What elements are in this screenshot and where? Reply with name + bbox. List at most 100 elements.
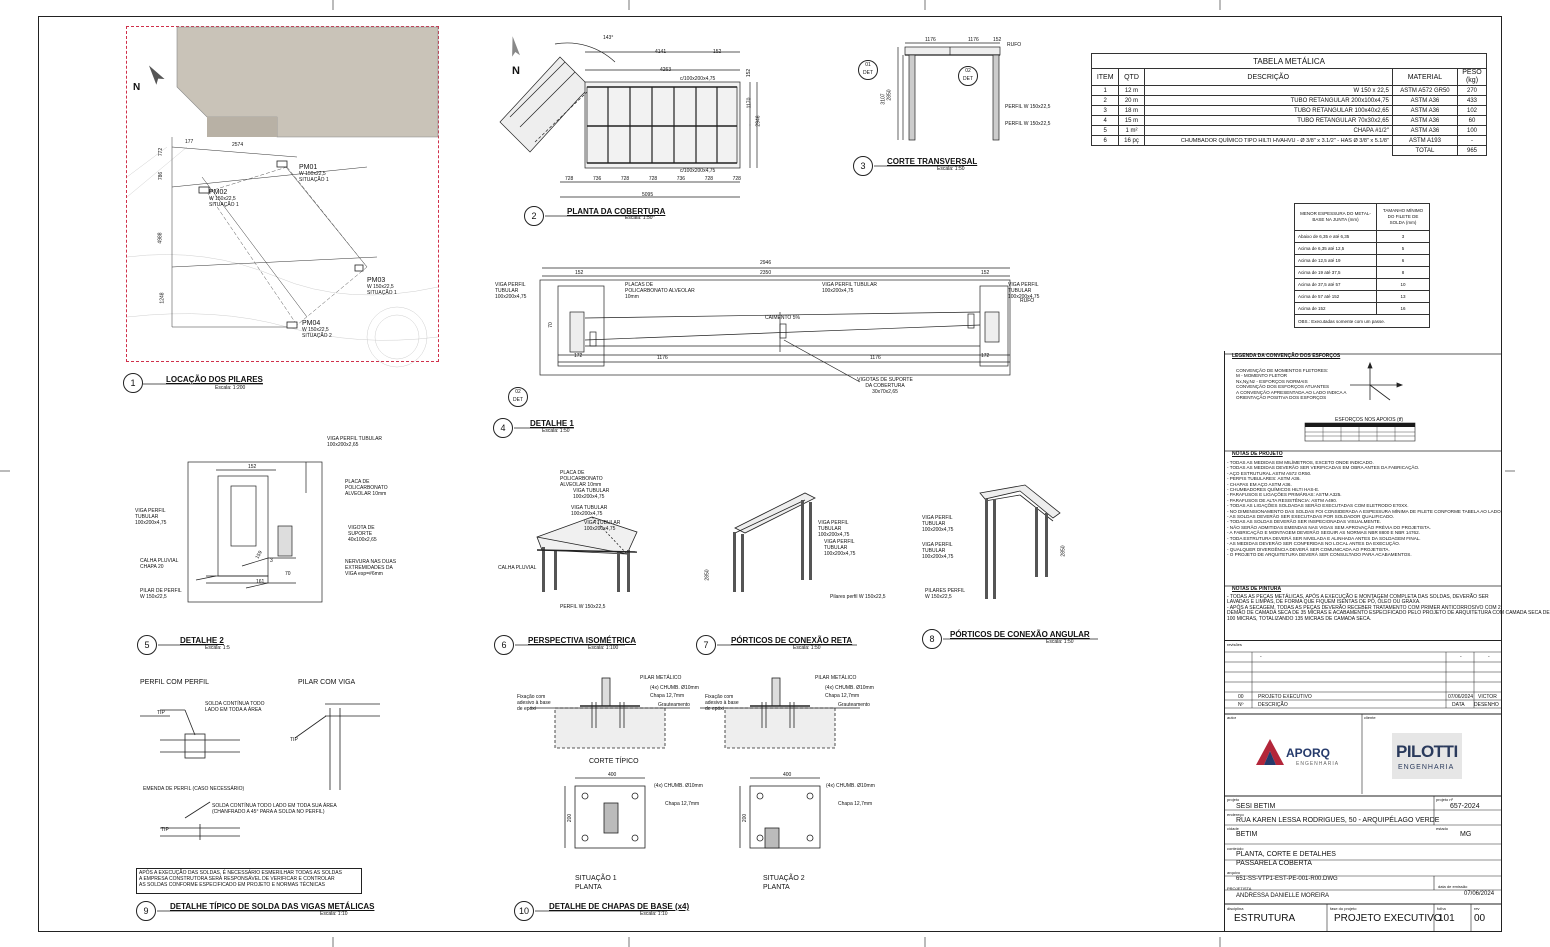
dim-label: 2574 bbox=[232, 142, 244, 148]
field-label: PROJETISTA bbox=[1227, 886, 1252, 891]
section-divider bbox=[1224, 585, 1502, 587]
dim-label: 2946 bbox=[760, 260, 772, 266]
table-header: Nº bbox=[1238, 702, 1244, 708]
view-title-1: LOCAÇÃO DOS PILARES bbox=[166, 375, 263, 384]
field-label: projeto nº bbox=[1436, 797, 1454, 802]
dim-label: 70 bbox=[285, 571, 291, 577]
field-label: estado bbox=[1436, 826, 1449, 831]
callout-label: VIGA PERFIL TUBULAR 100x200x4,75 bbox=[495, 282, 527, 300]
view-scale-6: Escala: 1:100 bbox=[588, 645, 619, 651]
project-address: RUA KAREN LESSA RODRIGUES, 50 - ARQUIPÉL… bbox=[1236, 817, 1440, 824]
title-underline bbox=[874, 165, 964, 167]
title-underline bbox=[717, 644, 857, 646]
corte-drawing bbox=[897, 42, 1001, 141]
title-underline bbox=[515, 644, 625, 646]
view-scale-9: Escala: 1:10 bbox=[320, 911, 348, 917]
dim-label: 152 bbox=[981, 270, 990, 276]
view-title-5: DETALHE 2 bbox=[180, 636, 224, 645]
table-header: ITEM bbox=[1090, 68, 1120, 86]
table-header: DESCRIÇÃO bbox=[1258, 702, 1288, 708]
tip-label: TIP bbox=[161, 827, 169, 833]
revision-number: 00 bbox=[1238, 694, 1244, 700]
view-number-9: 9 bbox=[136, 901, 156, 921]
view-title-6: PERSPECTIVA ISOMÉTRICA bbox=[528, 636, 637, 645]
total-label: TOTAL bbox=[1391, 145, 1459, 156]
callout-label: PLACAS DE POLICARBONATO ALVEOLAR 10mm bbox=[625, 282, 695, 300]
client-label: cliente bbox=[1364, 715, 1376, 720]
dim-label: 152 bbox=[713, 49, 722, 55]
dim-label: 1176 bbox=[657, 355, 668, 361]
table-header: DATA bbox=[1452, 702, 1465, 708]
field-label: folha bbox=[1437, 906, 1446, 911]
field-label: cidade bbox=[1227, 826, 1239, 831]
field-label: fase do projeto bbox=[1330, 906, 1357, 911]
sheet-crop-marks bbox=[0, 0, 1515, 947]
project-phase: PROJETO EXECUTIVO bbox=[1334, 913, 1442, 924]
table-header: MENOR ESPESSURA DO METAL-BASE NA JUNTA (… bbox=[1294, 203, 1377, 231]
situacao-label: SITUAÇÃO 2 bbox=[763, 875, 805, 882]
callout-label: Grauteamento bbox=[658, 702, 690, 708]
callout-label: (4x) CHUMB. Ø10mm bbox=[825, 685, 874, 691]
callout-label: VIGA TUBULAR 100x200x4,75 bbox=[584, 520, 621, 532]
tip-label: TIP bbox=[290, 737, 298, 743]
callout-label: VIGOTAS DE SUPORTE DA COBERTURA 30x70x2,… bbox=[857, 377, 913, 395]
callout-label: VIGA PERFIL TUBULAR 100x200x2,65 bbox=[327, 436, 383, 448]
revision-date: 07/06/2024 bbox=[1448, 694, 1474, 700]
view-title-10: DETALHE DE CHAPAS DE BASE (x4) bbox=[549, 902, 690, 911]
weld-notes-box: APÓS A EXECUÇÃO DAS SOLDAS, É NECESSÁRIO… bbox=[136, 868, 362, 894]
callout-label: Grauteamento bbox=[838, 702, 870, 708]
solda-heading-perfil: PERFIL COM PERFIL bbox=[140, 679, 209, 686]
callout-label: PILAR METÁLICO bbox=[640, 675, 682, 681]
view-scale-7: Escala: 1:50 bbox=[793, 645, 821, 651]
aporq-logo-sub: ENGENHARIA bbox=[1296, 761, 1340, 767]
dim-label: 200 bbox=[742, 813, 749, 823]
weld-note: SOLDA CONTÍNUA TODO LADO EM TODA A ÁREA bbox=[205, 701, 265, 713]
field-label: endereço bbox=[1227, 812, 1244, 817]
north-label: N bbox=[133, 82, 141, 93]
table-title: TABELA METÁLICA bbox=[1091, 53, 1487, 69]
view-number-3: 3 bbox=[853, 156, 873, 176]
total-value: 965 bbox=[1457, 145, 1487, 156]
dim-label: 4263 bbox=[660, 67, 672, 73]
callout-label: CALHA PLUVIAL CHAPA 20 bbox=[140, 558, 179, 570]
revisions-label: revisões bbox=[1227, 642, 1242, 647]
view-number-2: 2 bbox=[524, 206, 544, 226]
issue-date: 07/06/2024 bbox=[1464, 891, 1495, 897]
title-block bbox=[1224, 640, 1502, 933]
pillar-tag-pm03: PM03 W 150x22,5 SITUAÇÃO 1 bbox=[367, 277, 397, 296]
dim-label: 172 bbox=[574, 353, 583, 359]
dim-label: 2850 bbox=[1060, 545, 1067, 557]
table-header: PESO (kg) bbox=[1457, 68, 1487, 86]
table-note: OBS.: Executadas somente com um passe. bbox=[1294, 314, 1430, 328]
dim-label: 400 bbox=[783, 772, 792, 778]
pillar-tag-pm04: PM04 W 150x22,5 SITUAÇÃO 2 bbox=[302, 320, 332, 339]
dim-label: 2350 bbox=[760, 270, 772, 276]
table-header: MATERIAL bbox=[1391, 68, 1459, 86]
revision-cell: - bbox=[1460, 654, 1462, 660]
dim-label: 4141 bbox=[655, 49, 667, 55]
force-convention-icon bbox=[1350, 361, 1404, 401]
view-number-1: 1 bbox=[123, 373, 143, 393]
paint-notes-title: NOTAS DE PINTURA bbox=[1232, 586, 1282, 592]
detalhe1-drawing bbox=[539, 267, 1011, 383]
table-header: DESENHO bbox=[1474, 702, 1499, 708]
sheet-number: 101 bbox=[1438, 913, 1455, 924]
callout-label: Chapa 12,7mm bbox=[825, 693, 860, 699]
callout-label: VIGA TUBULAR 100x200x4,75 bbox=[571, 505, 608, 517]
planta-drawing bbox=[499, 36, 758, 198]
field-label: disciplina bbox=[1227, 906, 1244, 911]
